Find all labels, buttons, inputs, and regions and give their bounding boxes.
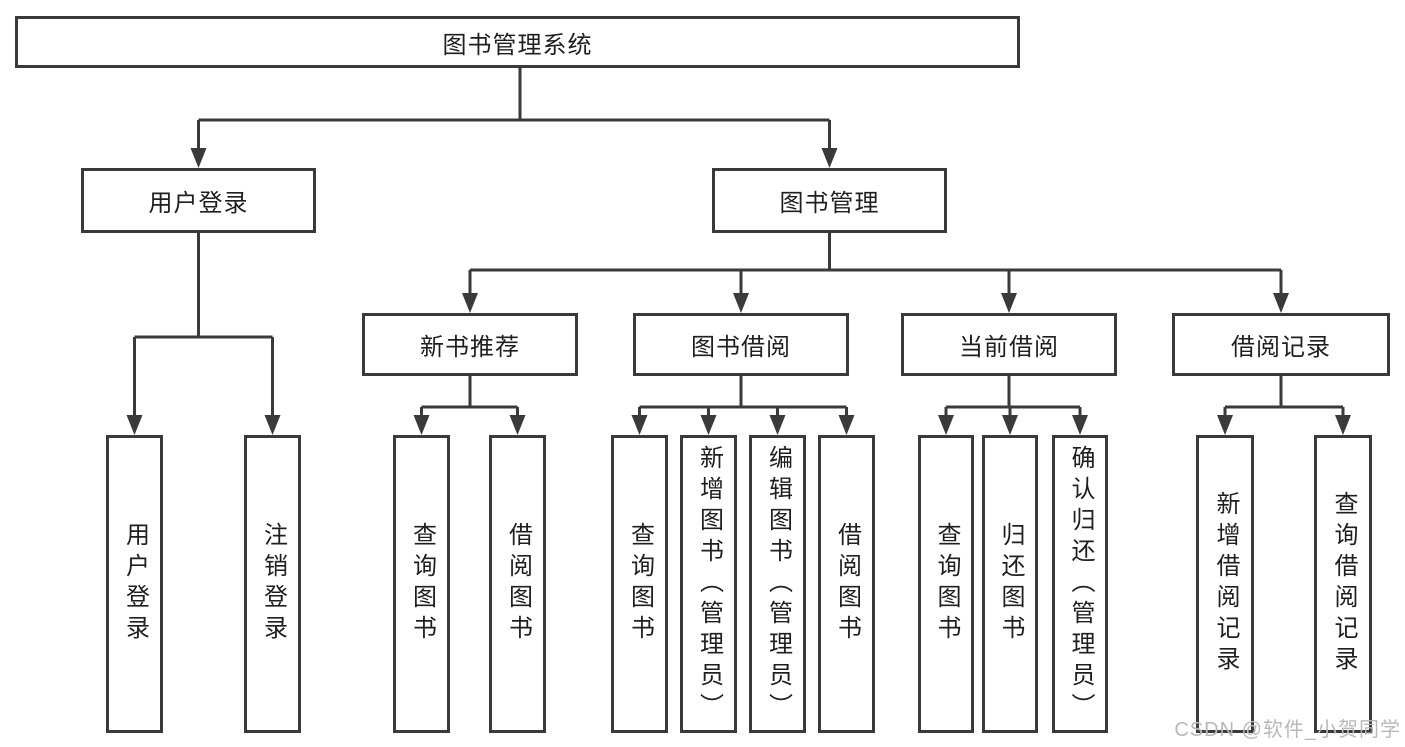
leaf-query-borrow-record: 查询借阅记录 (1314, 435, 1372, 733)
leaf-label: 查询图书 (626, 522, 654, 646)
leaf-user-login: 用户登录 (106, 435, 163, 733)
leaf-label: 查询借阅记录 (1330, 491, 1357, 677)
leaf-borrow-books-recommend: 借阅图书 (489, 435, 546, 733)
leaf-label: 借阅图书 (504, 522, 532, 646)
leaf-edit-books-admin: 编辑图书（管理员） (749, 435, 806, 733)
leaf-add-books-admin: 新增图书（管理员） (680, 435, 737, 733)
leaf-borrow-books: 借阅图书 (818, 435, 875, 733)
leaf-label: 归还图书 (997, 522, 1024, 646)
leaf-label: 新增图书（管理员） (695, 444, 723, 724)
leaf-return-books: 归还图书 (982, 435, 1038, 733)
leaf-query-books-current: 查询图书 (918, 435, 974, 733)
leaf-logout: 注销登录 (244, 435, 301, 733)
node-user-login: 用户登录 (81, 168, 316, 233)
leaf-label: 确认归还（管理员） (1067, 444, 1094, 724)
node-current-borrowing: 当前借阅 (901, 313, 1117, 376)
leaf-confirm-return-admin: 确认归还（管理员） (1052, 435, 1108, 733)
leaf-label: 查询图书 (408, 522, 436, 646)
node-borrowing-records: 借阅记录 (1172, 313, 1390, 376)
node-book-management: 图书管理 (712, 168, 947, 233)
leaf-label: 新增借阅记录 (1212, 491, 1239, 677)
leaf-query-books-recommend: 查询图书 (393, 435, 450, 733)
leaf-label: 注销登录 (259, 522, 287, 646)
csdn-watermark: CSDN @软件_小贺同学 (1174, 719, 1401, 741)
node-new-book-recommendation: 新书推荐 (362, 313, 578, 376)
leaf-label: 借阅图书 (833, 522, 861, 646)
leaf-query-books-borrow: 查询图书 (611, 435, 668, 733)
leaf-add-borrow-record: 新增借阅记录 (1196, 435, 1254, 733)
node-book-borrowing: 图书借阅 (633, 313, 849, 376)
leaf-label: 编辑图书（管理员） (764, 444, 792, 724)
leaf-label: 用户登录 (121, 522, 149, 646)
node-library-management-system: 图书管理系统 (15, 16, 1020, 68)
leaf-label: 查询图书 (933, 522, 960, 646)
